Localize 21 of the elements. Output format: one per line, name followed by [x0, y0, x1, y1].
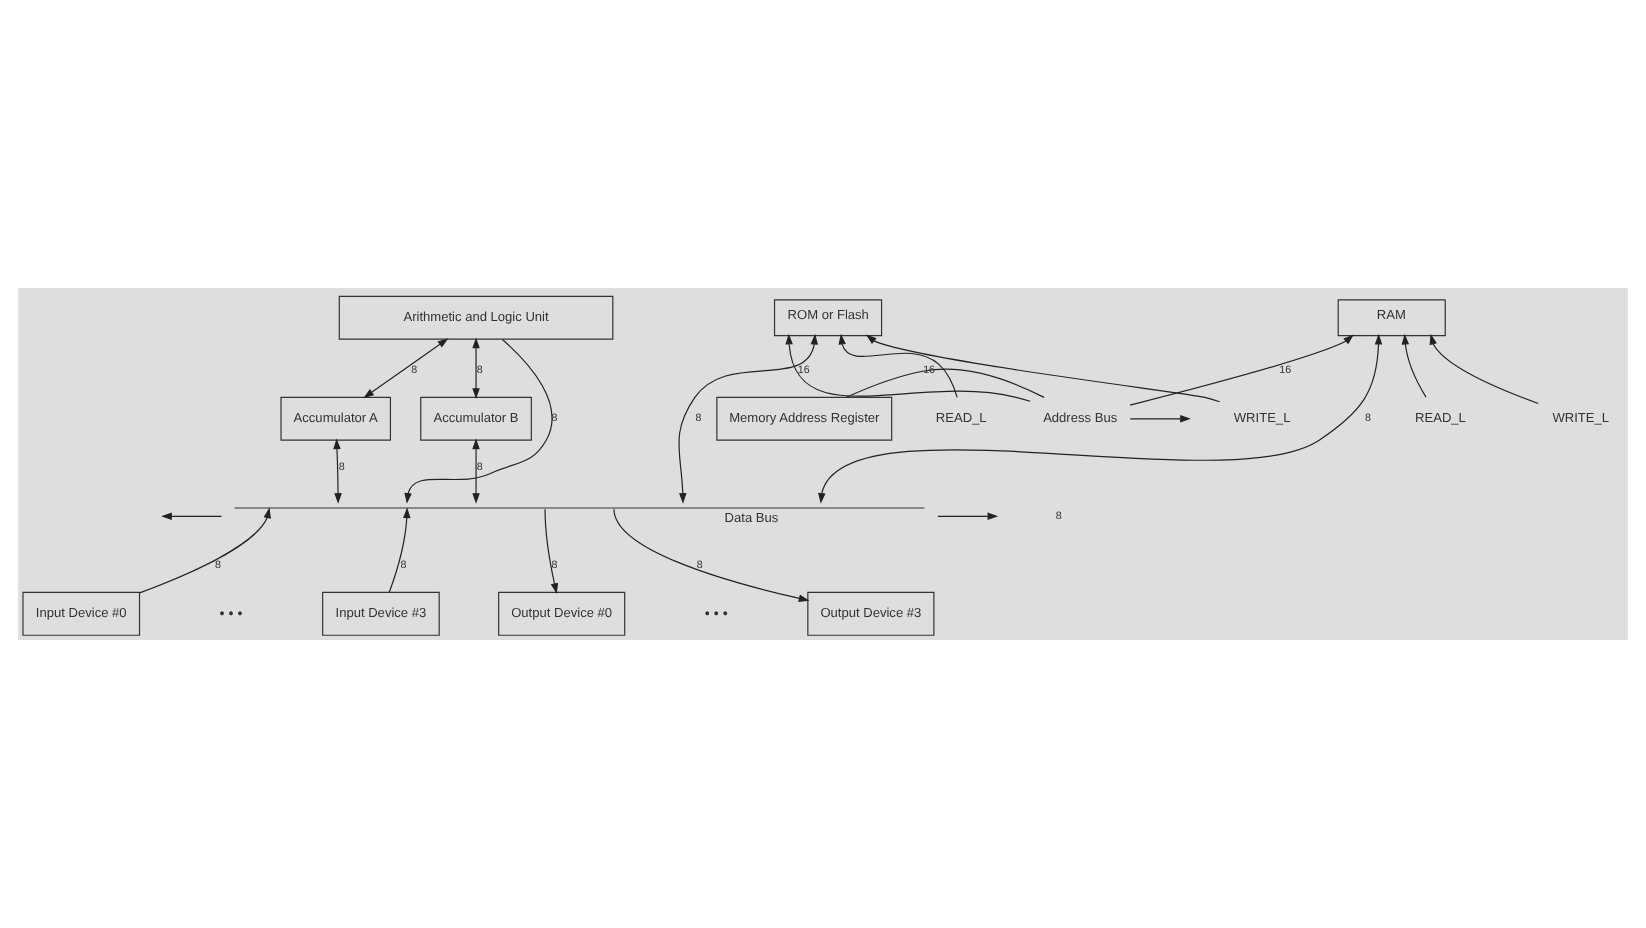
arrow [678, 333, 819, 504]
arrow [1429, 333, 1539, 405]
arrow [139, 507, 271, 594]
arrow [388, 507, 411, 593]
arrow [865, 334, 1221, 403]
arrow [785, 333, 1031, 402]
arrow [838, 333, 958, 398]
arrow [363, 338, 449, 399]
arrow [472, 438, 480, 504]
arrow [818, 333, 1383, 504]
arrow [333, 438, 342, 504]
arrow [544, 508, 559, 594]
arrow [1401, 333, 1427, 398]
arrow [404, 338, 553, 504]
connector [845, 368, 1045, 398]
arrow [1129, 415, 1191, 423]
arrow [937, 512, 999, 521]
arrow [613, 508, 810, 602]
arrow [472, 337, 480, 399]
arrow [161, 512, 223, 521]
arrow [1129, 334, 1354, 406]
